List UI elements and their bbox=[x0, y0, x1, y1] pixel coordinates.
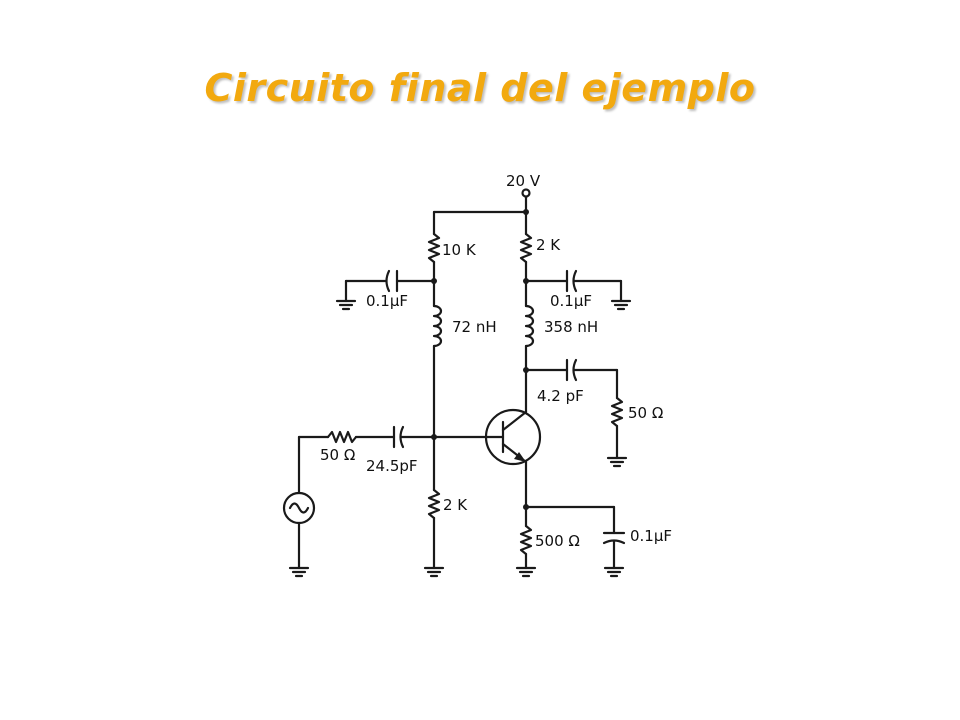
inductor-72nh bbox=[431, 279, 443, 440]
ground-icon bbox=[603, 566, 625, 578]
capacitor-right-bypass bbox=[524, 269, 623, 303]
capacitor-output-label: 4.2 pF bbox=[537, 387, 584, 405]
ground-icon bbox=[610, 299, 632, 311]
page-title: Circuito final del ejemplo bbox=[204, 66, 756, 110]
ground-icon bbox=[423, 566, 445, 578]
capacitor-left-label: 0.1μF bbox=[366, 292, 408, 310]
resistor-load bbox=[610, 396, 624, 460]
resistor-source bbox=[297, 430, 396, 444]
resistor-source-label: 50 Ω bbox=[320, 446, 355, 464]
supply-terminal bbox=[432, 188, 531, 215]
supply-label: 20 V bbox=[506, 172, 541, 190]
resistor-emitter-label: 500 Ω bbox=[535, 532, 580, 550]
capacitor-emitter bbox=[524, 505, 626, 570]
inductor-358nh-label: 358 nH bbox=[544, 318, 598, 336]
resistor-2k-bias-label: 2 K bbox=[443, 496, 468, 514]
ground-icon bbox=[288, 566, 310, 578]
capacitor-input bbox=[392, 425, 436, 449]
resistor-10k bbox=[427, 210, 441, 284]
capacitor-output bbox=[524, 358, 619, 400]
ground-icon bbox=[606, 456, 628, 468]
resistor-10k-label: 10 K bbox=[442, 241, 477, 259]
resistor-emitter bbox=[519, 505, 533, 570]
inductor-358nh bbox=[523, 279, 535, 373]
inductor-72nh-label: 72 nH bbox=[452, 318, 497, 336]
resistor-2k-collector-label: 2 K bbox=[536, 236, 561, 254]
resistor-2k-collector bbox=[519, 210, 533, 284]
resistor-load-label: 50 Ω bbox=[628, 404, 663, 422]
resistor-2k-bias bbox=[427, 435, 441, 570]
ac-source-icon bbox=[282, 435, 316, 570]
ground-icon bbox=[515, 566, 537, 578]
capacitor-left-bypass bbox=[344, 269, 436, 303]
capacitor-input-label: 24.5pF bbox=[366, 457, 418, 475]
capacitor-right-label: 0.1μF bbox=[550, 292, 592, 310]
capacitor-emitter-label: 0.1μF bbox=[630, 527, 672, 545]
ground-icon bbox=[335, 299, 357, 311]
npn-transistor-icon bbox=[432, 368, 542, 510]
